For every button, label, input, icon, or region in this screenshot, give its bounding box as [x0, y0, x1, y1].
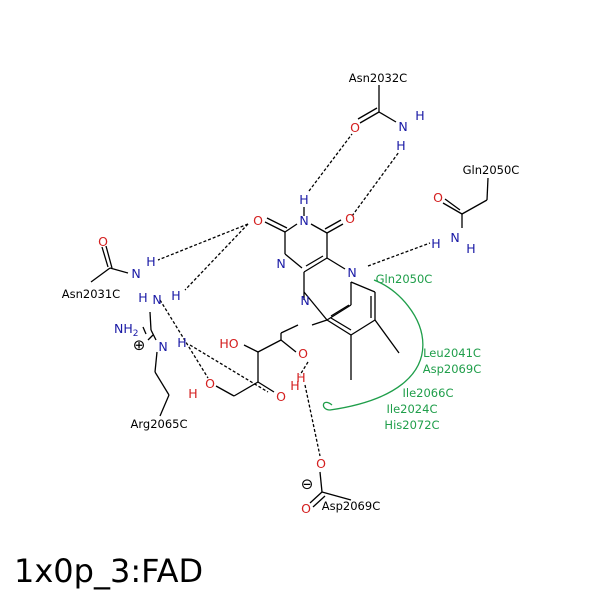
asn2032-o: O [350, 120, 360, 135]
negative-charge-icon: ⊖ [301, 475, 314, 493]
asp2069-o1: O [316, 456, 326, 471]
residue-label-arg2065: Arg2065C [131, 417, 188, 431]
hydrophobic-contact-labels: Gln2050C Leu2041C Asp2069C Ile2066C Ile2… [376, 272, 482, 432]
contact-label-ile2024: Ile2024C [387, 402, 438, 416]
residue-name-labels: Asn2032C Gln2050C Asn2031C Arg2065C Asp2… [62, 71, 520, 513]
gln2050-o: O [433, 190, 443, 205]
asn2031-o: O [98, 234, 108, 249]
ligand-atom-labels: H N O O N N N HO O H O H O H [188, 192, 356, 404]
residue-label-asn2031: Asn2031C [62, 287, 120, 301]
atom-h-o3: H [296, 370, 305, 385]
contact-label-ile2066: Ile2066C [403, 386, 454, 400]
contact-label-his2072: His2072C [384, 418, 439, 432]
asn2032-n: N [398, 119, 407, 134]
asn2031-h: H [146, 254, 155, 269]
arg2065-h-top: H [138, 290, 147, 305]
hydrogen-bonds [157, 133, 431, 457]
arg2065-h-ne: H [177, 335, 186, 350]
atom-o4-prime: O [276, 389, 286, 404]
arg2065-nh2: NH2 [114, 321, 138, 339]
arg2065-n-ne: N [158, 339, 167, 354]
atom-o2: O [253, 213, 263, 228]
arg2065-n-top: N [152, 292, 161, 307]
gln2050-n: N [450, 230, 459, 245]
atom-n10: N [300, 293, 309, 308]
residue-bonds [90, 85, 489, 508]
atom-o3: O [298, 346, 308, 361]
asp2069-o2: O [301, 501, 311, 516]
hydrophobic-contact-arc [322, 279, 424, 411]
residue-label-gln2050: Gln2050C [463, 163, 520, 177]
ligand-bonds [215, 207, 400, 397]
atom-h-n3: H [299, 192, 308, 207]
residue-atom-labels: O N H H O N H H O N H H N H NH2 ⊕ N H O … [98, 108, 476, 516]
atom-o4: O [345, 211, 355, 226]
atom-o5: O [205, 376, 215, 391]
gln2050-h2: H [466, 241, 475, 256]
atom-n1: N [276, 256, 285, 271]
diagram-title: 1x0p_3:FAD [14, 552, 204, 590]
contact-label-leu2041: Leu2041C [423, 346, 481, 360]
asn2032-h1: H [415, 108, 424, 123]
atom-n3: N [299, 213, 308, 228]
gln2050-h1: H [431, 236, 440, 251]
residue-label-asn2032: Asn2032C [349, 71, 407, 85]
atom-h-o5: H [188, 386, 197, 401]
contact-label-asp2069: Asp2069C [423, 362, 481, 376]
residue-label-asp2069: Asp2069C [322, 499, 380, 513]
asn2031-n: N [131, 266, 140, 281]
contact-label-gln2050: Gln2050C [376, 272, 433, 286]
arg2065-h-right: H [171, 288, 180, 303]
positive-charge-icon: ⊕ [133, 336, 146, 354]
atom-ho-2: HO [219, 336, 238, 351]
asn2032-h2: H [396, 138, 405, 153]
atom-n5: N [347, 265, 356, 280]
atom-h-o4-prime: H [290, 378, 299, 393]
